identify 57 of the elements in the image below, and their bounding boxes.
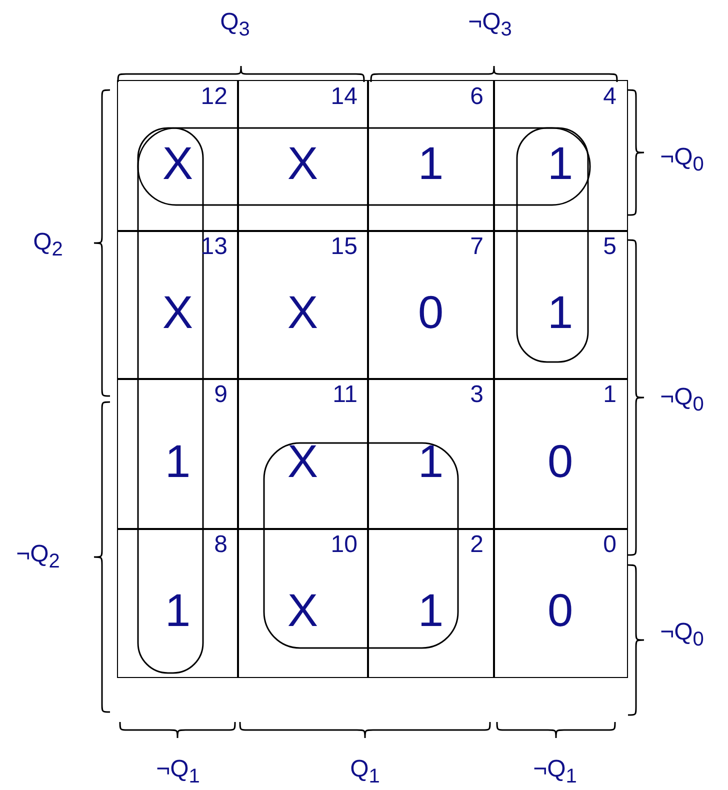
cell-index: 12 <box>200 85 228 109</box>
map-cell <box>237 80 368 232</box>
cell-index: 7 <box>470 235 484 259</box>
map-cell <box>237 528 368 678</box>
axis-label: ¬Q$_{0}$ <box>660 386 704 414</box>
map-cell <box>367 378 494 530</box>
cell-index: 8 <box>214 533 228 557</box>
cell-index: 3 <box>470 383 484 407</box>
cell-value: X <box>286 140 320 186</box>
map-cell <box>493 528 628 678</box>
cell-index: 4 <box>603 85 616 109</box>
cell-index: 9 <box>214 383 228 407</box>
cell-value: X <box>161 288 194 335</box>
cell-index: 1 <box>603 383 616 407</box>
cell-value: 0 <box>416 288 445 335</box>
cell-value: X <box>161 140 194 186</box>
map-cell <box>367 80 494 232</box>
cell-value: 0 <box>546 586 574 633</box>
cell-index: 14 <box>330 85 358 109</box>
cell-index: 5 <box>603 235 616 259</box>
map-cell <box>493 378 628 530</box>
map-cell <box>237 230 368 380</box>
axis-label: Q$_{2}$ <box>33 230 63 260</box>
cell-value: 1 <box>416 140 445 186</box>
axis-label: ¬Q$_{0}$ <box>660 620 704 650</box>
axis-label: ¬Q$_{2}$ <box>16 542 60 572</box>
map-cell <box>117 378 238 530</box>
cell-value: 1 <box>546 140 574 186</box>
map-cell <box>117 80 238 232</box>
map-cell <box>493 230 628 380</box>
cell-index: 6 <box>470 85 484 109</box>
cell-value: X <box>286 586 320 633</box>
cell-value: X <box>286 438 320 484</box>
axis-label: ¬Q$_{1}$ <box>533 758 577 786</box>
map-cell <box>117 528 238 678</box>
cell-index: 11 <box>332 383 358 407</box>
map-cell <box>237 378 368 530</box>
map-cell <box>367 230 494 380</box>
cell-value: X <box>286 288 320 335</box>
cell-index: 10 <box>330 533 358 557</box>
axis-label: ¬Q$_{0}$ <box>660 146 704 174</box>
axis-label: Q$_{1}$ <box>350 758 380 786</box>
axis-label: Q$_{3}$ <box>220 10 250 40</box>
cell-value: 0 <box>546 438 574 484</box>
cell-value: 1 <box>416 586 445 633</box>
axis-label: ¬Q$_{1}$ <box>156 758 200 786</box>
cell-value: 1 <box>164 586 192 633</box>
cell-index: 2 <box>470 533 484 557</box>
cell-value: 1 <box>416 438 445 484</box>
map-cell <box>367 528 494 678</box>
cell-index: 0 <box>603 533 616 557</box>
cell-index: 15 <box>330 235 358 259</box>
map-cell <box>117 230 238 380</box>
cell-value: 1 <box>164 438 192 484</box>
map-cell <box>493 80 628 232</box>
cell-value: 1 <box>546 288 574 335</box>
axis-label: ¬Q$_{3}$ <box>468 10 512 40</box>
